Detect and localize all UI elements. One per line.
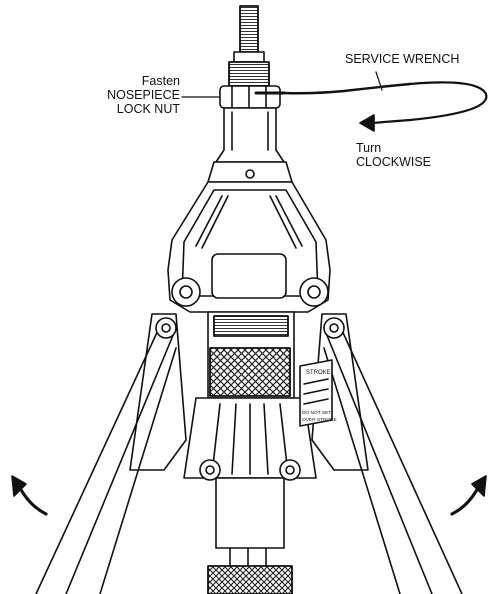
nosepiece-body [215,107,285,163]
cylinder-body [183,311,317,479]
fasten-label-line-3: LOCK NUT [116,102,180,116]
service-wrench-icon [254,81,488,132]
turn-label-line-2: CLOCKWISE [356,155,432,169]
lower-fitting [207,477,293,594]
fasten-label-line-1: Fasten [141,74,180,88]
gauge-warning-2: OVER STROKE [302,417,337,423]
spread-arrow-icon [11,475,487,516]
left-handle [35,313,221,594]
upper-collar [228,51,270,87]
fasten-label: Fasten NOSEPIECE LOCK NUT [74,74,180,116]
stroke-gauge [299,359,333,427]
fasten-label-line-2: NOSEPIECE [107,88,180,102]
threaded-rod [239,5,259,53]
gauge-title: STROKE [306,370,331,376]
nosepiece-lock-nut [219,85,281,109]
service-wrench-label: SERVICE WRENCH [345,52,460,66]
head-housing [167,161,331,313]
wrench-leader-line [375,71,383,91]
turn-label-line-1: Turn [356,141,382,155]
gauge-warning: DO NOT SET [302,410,331,416]
turn-label: Turn CLOCKWISE [356,141,431,169]
